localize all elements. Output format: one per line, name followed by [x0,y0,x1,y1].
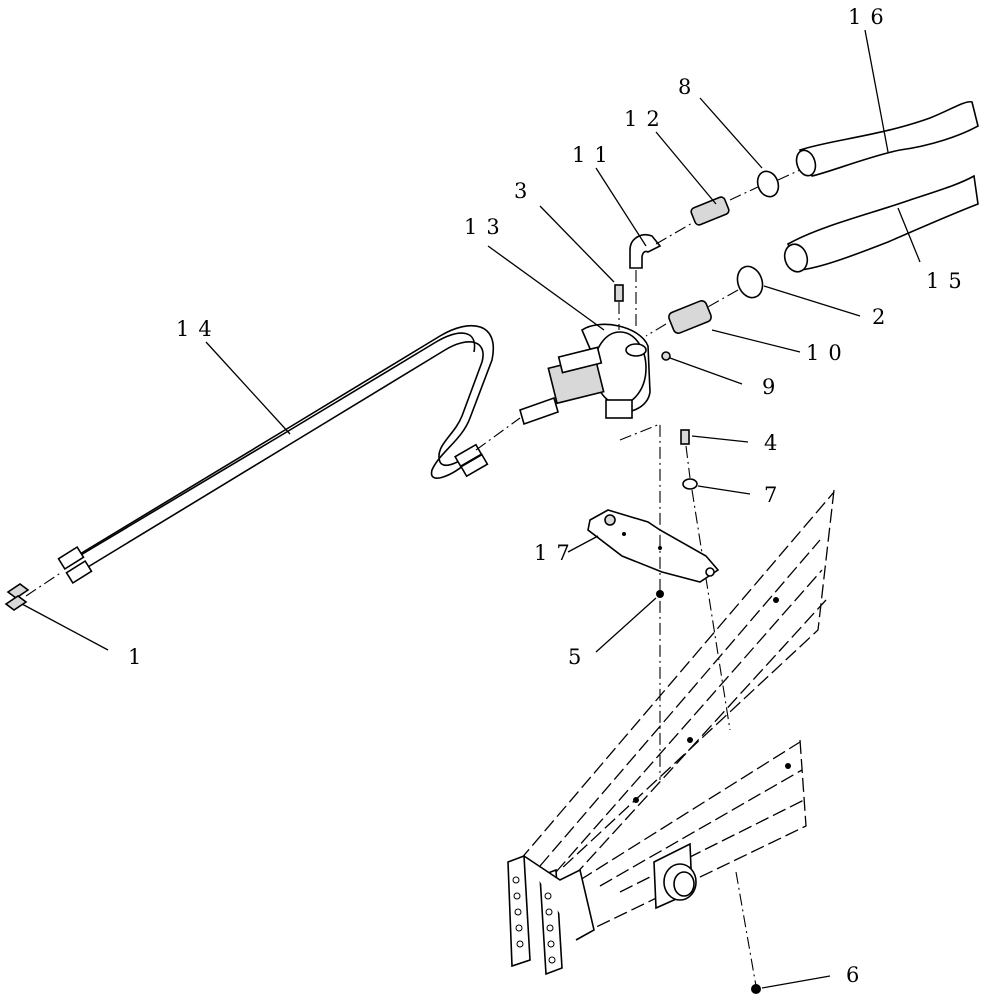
frame-end-bracket [507,854,595,976]
callout-15: 15 [926,269,971,293]
frame-structure [519,489,835,931]
valve-motor-assembly [475,323,651,451]
callout-10: 10 [806,341,851,365]
callout-labels: 1 2 3 4 5 6 7 8 9 10 11 12 13 14 15 16 1… [128,5,971,987]
callout-13: 13 [464,215,509,239]
hose-16 [795,100,979,177]
hose-15 [783,174,979,273]
bolt-and-washer [680,429,731,731]
nut-part-6 [751,984,761,994]
hose-clamp-8 [756,169,801,198]
callout-2: 2 [872,305,894,329]
hose-fitting-upper [57,545,85,571]
callout-5: 5 [568,645,590,669]
callout-4: 4 [764,431,786,455]
callout-3: 3 [514,179,536,203]
callout-1: 1 [128,645,150,669]
elbow-fitting [629,221,695,330]
callout-17: 17 [534,541,579,565]
hose-clamp-2 [705,265,764,309]
screw-part-3 [614,284,624,330]
frame-hub [653,842,757,987]
mounting-plate [587,423,720,780]
screw-part-9 [661,351,671,361]
callout-6: 6 [846,963,868,987]
callout-11: 11 [572,143,617,167]
nipple-fitting-10 [645,300,712,337]
callout-8: 8 [678,75,700,99]
nipple-fitting-12 [690,185,761,226]
adapter-fittings [4,571,63,611]
hydraulic-hose-assembly [57,324,495,585]
callout-7: 7 [764,483,786,507]
callout-9: 9 [762,375,784,399]
callout-14: 14 [176,317,221,341]
callout-16: 16 [848,5,893,29]
nut-part-5 [656,590,664,598]
hose-fitting-lower [65,559,93,585]
callout-12: 12 [624,107,669,131]
leader-lines [21,29,921,989]
hose-end-fitting-b [460,453,489,478]
